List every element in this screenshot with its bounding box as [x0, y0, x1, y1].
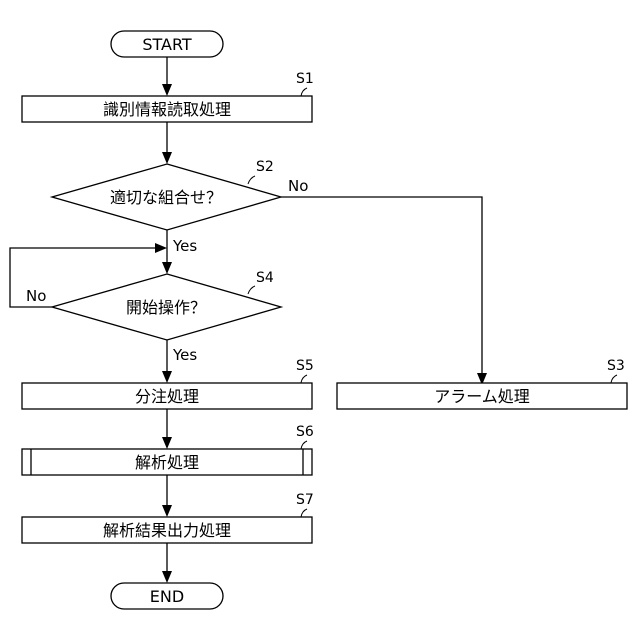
- s5-label: 分注処理: [135, 387, 199, 406]
- s2-step-tick: [248, 176, 255, 184]
- s5-step-label: S5: [296, 358, 314, 374]
- s2-label: 適切な組合せ？: [110, 188, 222, 207]
- s2-yes-label: Yes: [172, 237, 197, 255]
- arrowhead: [162, 152, 172, 164]
- end-label: END: [150, 587, 184, 606]
- s6-step-label: S6: [296, 424, 314, 440]
- s5-step-tick: [301, 375, 307, 383]
- arrowhead: [162, 437, 172, 449]
- arrowhead: [155, 243, 167, 253]
- s1-step-label: S1: [296, 71, 314, 87]
- s3-label: アラーム処理: [434, 387, 530, 406]
- s3-step-tick: [611, 375, 617, 383]
- s1-label: 識別情報読取処理: [103, 100, 231, 119]
- s6-label: 解析処理: [135, 453, 199, 472]
- s2-no-label: No: [288, 177, 308, 195]
- s4-label: 開始操作？: [126, 298, 206, 317]
- s4-no-label: No: [26, 287, 46, 305]
- connector-s2-no-s3: [281, 197, 482, 377]
- s7-step-label: S7: [296, 492, 314, 508]
- s4-yes-label: Yes: [172, 346, 197, 364]
- arrowhead: [162, 505, 172, 517]
- arrowhead: [162, 571, 172, 583]
- s3-step-label: S3: [607, 358, 625, 374]
- s4-step-label: S4: [256, 270, 274, 286]
- start-label: START: [142, 35, 192, 54]
- s4-step-tick: [248, 286, 255, 294]
- arrowhead: [162, 371, 172, 383]
- s7-step-tick: [301, 509, 307, 517]
- arrowhead: [162, 84, 172, 96]
- s7-label: 解析結果出力処理: [103, 521, 231, 540]
- s1-step-tick: [301, 88, 307, 96]
- arrowhead: [162, 262, 172, 274]
- s2-step-label: S2: [256, 159, 274, 175]
- s6-step-tick: [301, 441, 307, 449]
